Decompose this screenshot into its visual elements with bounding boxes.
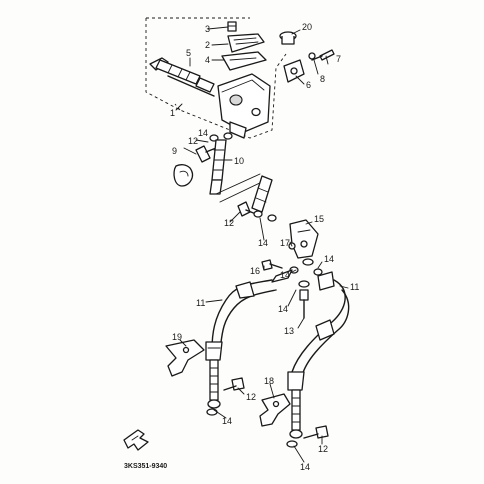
- callout-14e: 14: [278, 304, 288, 314]
- holder-bolt: [311, 49, 335, 61]
- callout-9: 9: [172, 146, 177, 156]
- front-direction-arrow-icon: [123, 429, 149, 451]
- diagram-code: 3KS351-9340: [124, 463, 167, 470]
- callout-14-right-caliper: 14: [300, 462, 310, 472]
- copper-washer-mid: [253, 210, 277, 222]
- callout-19: 19: [172, 332, 182, 342]
- callout-7: 7: [336, 54, 341, 64]
- callout-8: 8: [320, 74, 325, 84]
- union-bolt-mid: [237, 201, 257, 217]
- callout-17: 17: [280, 238, 290, 248]
- upper-hose-lower-end: [251, 175, 273, 213]
- left-brake-hose: [205, 269, 293, 361]
- union-bolt-left-caliper: [223, 377, 245, 391]
- callout-18: 18: [264, 376, 274, 386]
- cover-screw: [227, 21, 237, 32]
- callout-16: 16: [250, 266, 260, 276]
- callout-5: 5: [186, 48, 191, 58]
- upper-hose-guide-lines: [215, 173, 267, 203]
- callout-14-left-caliper: 14: [222, 416, 232, 426]
- callout-1: 1: [170, 108, 175, 118]
- callout-2: 2: [205, 40, 210, 50]
- callout-14d: 14: [324, 254, 334, 264]
- brake-hose-joint: [289, 219, 319, 259]
- callout-12a: 12: [188, 136, 198, 146]
- callout-15: 15: [314, 214, 324, 224]
- master-cylinder-holder: [283, 59, 305, 83]
- master-cylinder-body: [217, 73, 271, 139]
- callout-3: 3: [205, 24, 210, 34]
- joint-mount-bolt: [261, 259, 283, 271]
- piston-kit: [149, 57, 215, 97]
- union-bolt-upper: [195, 145, 217, 163]
- leader-lines: [175, 26, 349, 463]
- callout-11-right: 11: [350, 282, 359, 292]
- callout-11-left: 11: [196, 298, 205, 308]
- right-hose-bracket: [259, 393, 291, 427]
- copper-washer-joint: [289, 258, 323, 276]
- callout-4: 4: [205, 55, 210, 65]
- reservoir-cap: [227, 33, 265, 53]
- reservoir-cap-top: [279, 31, 297, 45]
- callout-12c: 12: [246, 392, 256, 402]
- callout-12b: 12: [224, 218, 234, 228]
- left-caliper-fitting: [206, 359, 221, 416]
- callout-labels: 3 2 4 5 1 20 7 8 6 14 12 9 10 12 14 15 1…: [170, 22, 359, 472]
- callout-14c: 14: [280, 270, 290, 280]
- callout-14a: 14: [198, 128, 208, 138]
- upper-brake-hose: [209, 139, 227, 195]
- rubber-boot: [173, 164, 194, 187]
- callout-12d: 12: [318, 444, 328, 454]
- union-bolt-right-caliper: [303, 425, 329, 439]
- callout-10: 10: [234, 156, 244, 166]
- holder-washer: [308, 52, 316, 60]
- diaphragm-plate: [221, 51, 267, 71]
- right-brake-hose: [287, 271, 350, 391]
- right-caliper-fitting: [286, 389, 303, 448]
- callout-6: 6: [306, 80, 311, 90]
- master-cylinder-assembly-boundary: [145, 17, 287, 139]
- callout-13: 13: [284, 326, 294, 336]
- left-hose-bracket: [165, 339, 205, 377]
- callout-14b: 14: [258, 238, 268, 248]
- union-bolt-lower: [298, 280, 310, 319]
- callout-20: 20: [302, 22, 312, 32]
